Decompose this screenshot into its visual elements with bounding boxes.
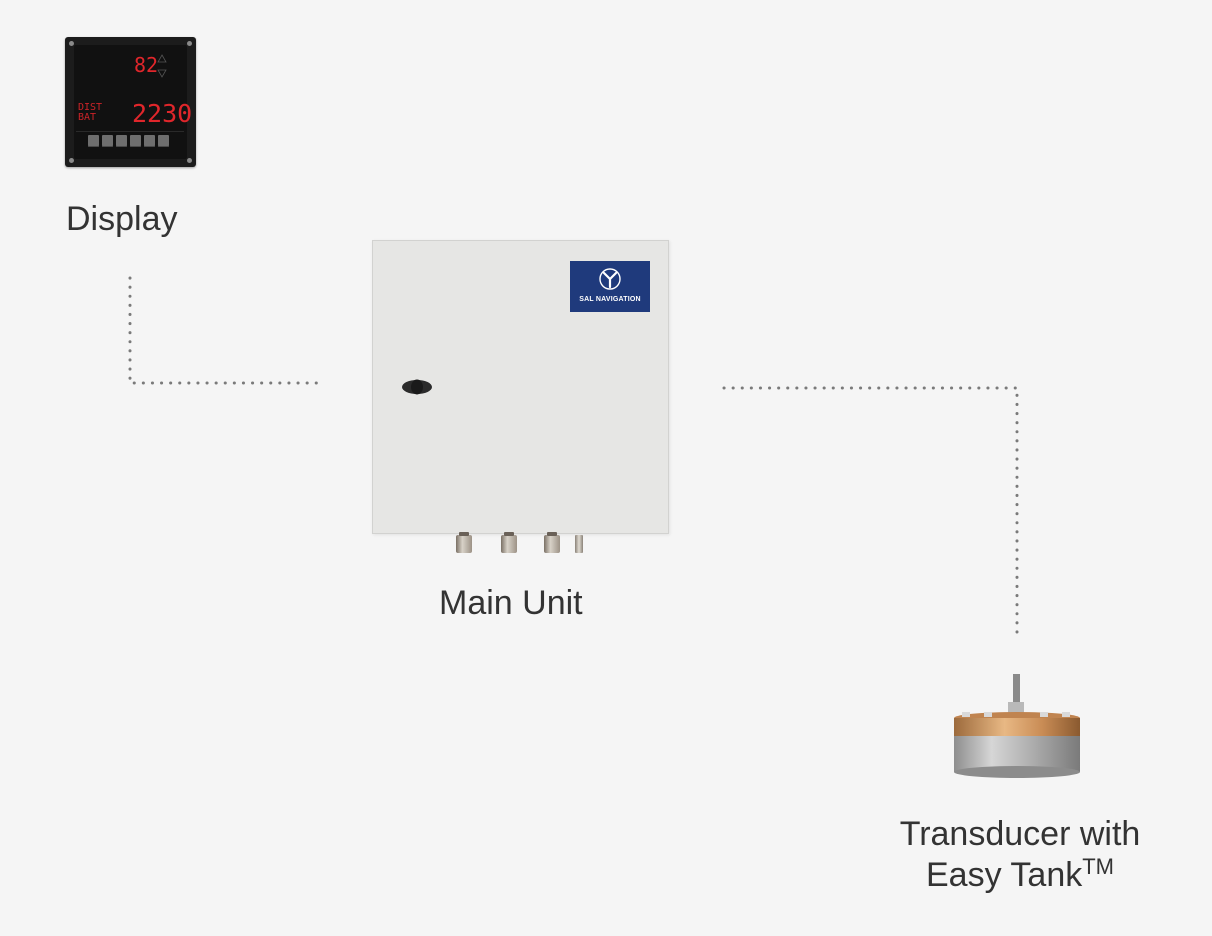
main-unit-label: Main Unit [439, 584, 583, 622]
door-handle-icon [402, 379, 432, 395]
display-mode-line1: DIST [78, 102, 103, 113]
screw-icon [187, 158, 192, 163]
display-upper-readout: 82 [134, 53, 159, 77]
transducer-label-line2: Easy Tank [925, 856, 1083, 895]
display-key [130, 135, 141, 147]
transducer-label: Transducer with Easy TankTM [872, 815, 1168, 895]
display-key-row [88, 135, 169, 147]
screw-icon [69, 158, 74, 163]
display-divider [76, 131, 184, 132]
display-key [144, 135, 155, 147]
connector-display-main [128, 276, 322, 385]
display-screen: 82 DIST BAT 2230 [74, 45, 192, 159]
screw-icon [69, 41, 74, 46]
display-mode-line2: BAT [78, 112, 97, 123]
display-lower-readout: 2230 [132, 99, 193, 128]
cable-gland-icon [456, 532, 472, 553]
main-unit-cabinet: SAL NAVIGATION [372, 240, 669, 534]
trademark-mark: TM [1082, 854, 1114, 880]
display-key [102, 135, 113, 147]
brand-plate: SAL NAVIGATION [570, 261, 650, 312]
transducer-label-line1: Transducer with [899, 815, 1141, 853]
cable-connector-icon [575, 535, 583, 553]
arrow-up-down-icon [157, 54, 167, 78]
cable-gland-icon [501, 532, 517, 553]
sal-logo-icon [599, 268, 621, 290]
display-key [116, 135, 127, 147]
brand-name: SAL NAVIGATION [579, 296, 641, 303]
cable-gland-icon [544, 532, 560, 553]
transducer-device [954, 674, 1080, 778]
display-device: 82 DIST BAT 2230 [65, 37, 196, 167]
display-key [158, 135, 169, 147]
display-label: Display [66, 200, 178, 238]
screw-icon [187, 41, 192, 46]
connector-main-transducer [722, 386, 1019, 642]
display-key [88, 135, 99, 147]
